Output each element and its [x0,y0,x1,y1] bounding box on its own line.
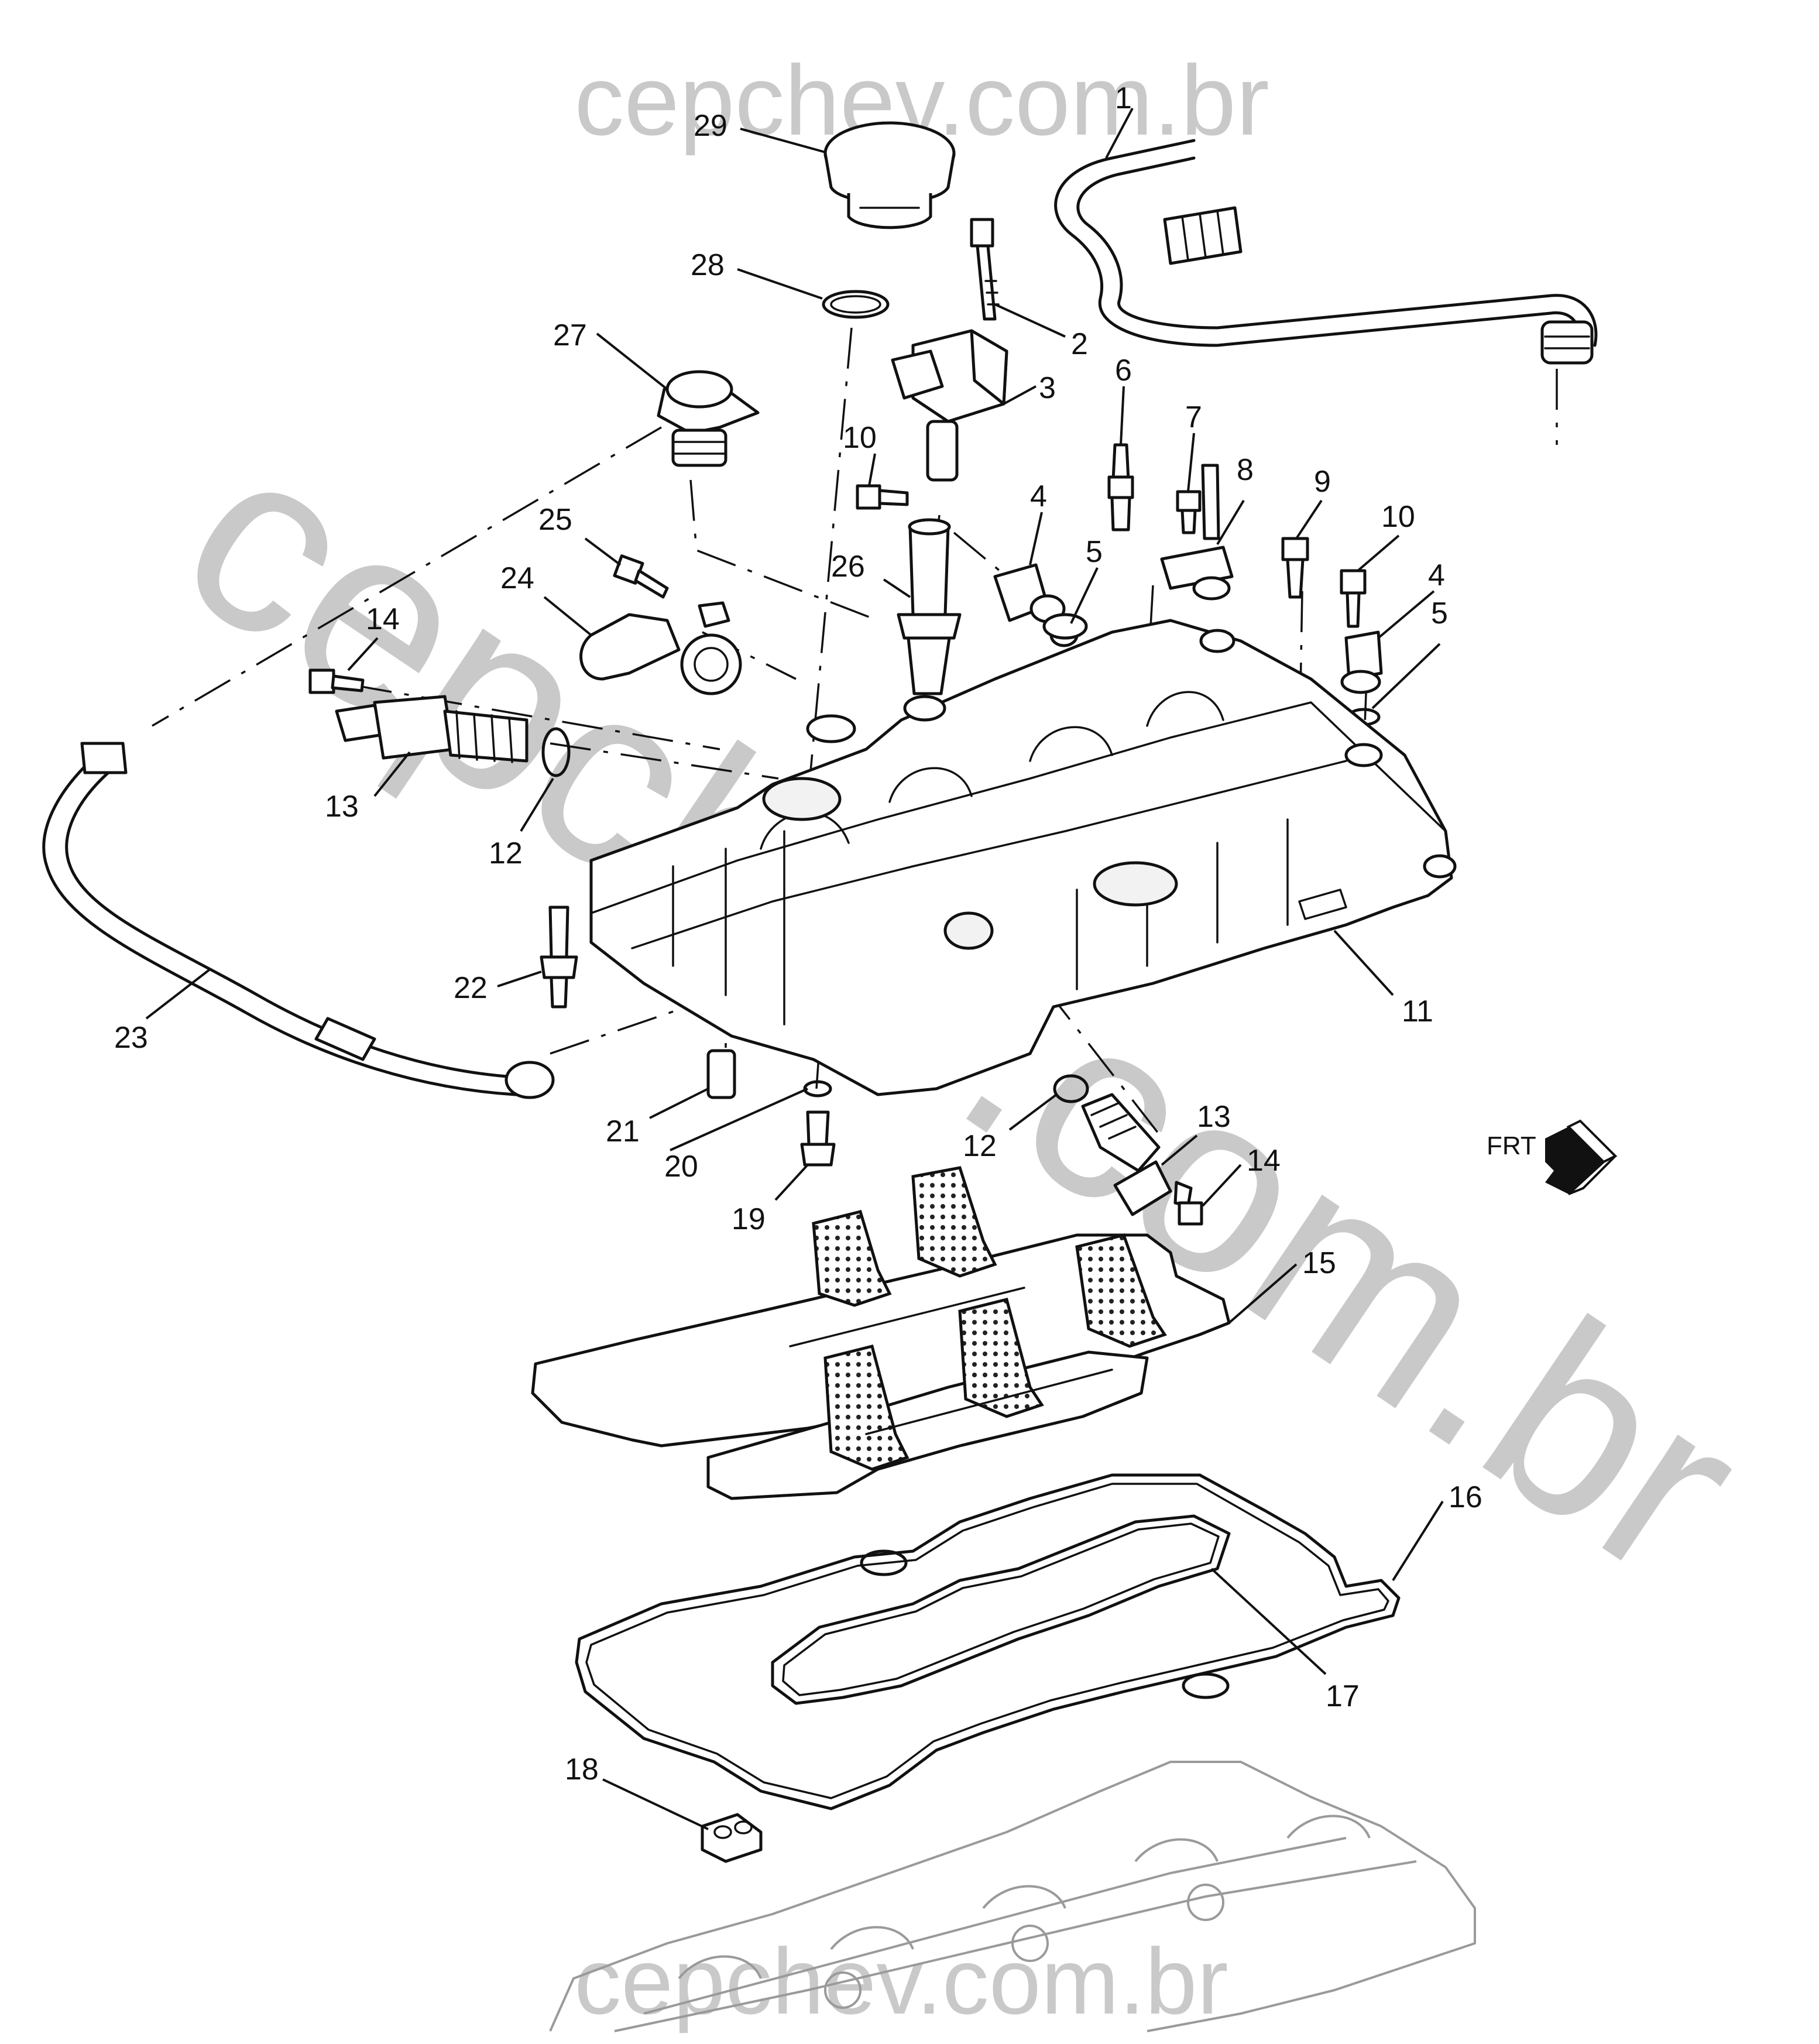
part-10-bolt-left [856,484,909,510]
part-7-bolt [1176,490,1202,534]
part-24-elbow-fitting [579,601,742,695]
callout-6: 6 [1115,354,1132,387]
leader-lines [145,108,1444,1830]
callout-19: 19 [732,1202,766,1236]
callout-21: 21 [606,1114,640,1148]
callout-14b: 14 [1247,1144,1281,1178]
part-16-outer-gasket [575,1473,1401,1810]
callout-15: 15 [1302,1246,1336,1280]
part-22-stud [540,906,578,1009]
part-20-o-ring [803,1080,832,1098]
callout-12b: 12 [963,1129,997,1163]
callout-9: 9 [1314,465,1331,499]
part-11-camshaft-cover [589,613,1457,1096]
part-14-bolt-left [308,668,365,694]
part-13-solenoid-left [335,695,528,763]
ghost-cylinder-head [549,1761,1476,2032]
frt-label: FRT [1487,1131,1536,1160]
part-23-hose [42,742,555,1099]
callout-4b: 4 [1428,558,1445,592]
callout-14: 14 [366,602,400,636]
part-12-seal-left [541,727,571,777]
part-25-bolt [613,554,669,599]
part-1-pcv-hose [1054,139,1598,365]
callout-11: 11 [1402,994,1433,1028]
part-9-bolt [1281,537,1309,599]
callout-25: 25 [538,503,572,537]
part-18-clip [701,1813,763,1863]
callout-18: 18 [565,1753,599,1786]
part-4-sensor-right [1340,630,1383,694]
callout-10b: 10 [1381,500,1415,534]
callout-1: 1 [1115,81,1132,115]
part-29-oil-filler-cap [823,121,956,229]
callout-8: 8 [1237,453,1254,487]
callout-13: 13 [325,790,359,824]
part-15-oil-baffle [531,1166,1231,1500]
part-2-bolt [970,218,1000,321]
callout-7: 7 [1185,400,1202,434]
callout-4: 4 [1030,479,1047,513]
callout-5: 5 [1086,535,1103,569]
part-3-ignition-coil [891,329,1008,482]
callout-13b: 13 [1197,1100,1231,1134]
callouts: 1 29 28 2 3 27 6 10 7 8 9 4 5 10 4 5 25 … [114,81,1482,1786]
callout-27: 27 [553,318,587,352]
part-12-seal-right [1053,1074,1089,1103]
part-14-bolt-right [1173,1181,1203,1226]
callout-26: 26 [831,550,865,584]
callout-20: 20 [664,1150,698,1184]
part-10-bolt-right [1340,569,1367,628]
part-13-solenoid-right [1081,1093,1172,1216]
callout-2: 2 [1071,327,1088,361]
part-27-pcv-valve [657,370,760,467]
part-19-sensor [800,1110,836,1167]
callout-22: 22 [454,971,488,1005]
part-4-sensor-left [993,563,1066,623]
callout-10: 10 [843,421,877,455]
part-6-stud [1107,443,1134,531]
part-26-spark-plug-boot [897,518,962,695]
callout-17: 17 [1326,1679,1360,1713]
callout-24: 24 [500,561,534,595]
part-28-o-ring [822,290,890,319]
callout-29: 29 [694,109,727,143]
callout-16: 16 [1449,1480,1482,1514]
callout-28: 28 [691,248,725,282]
callout-3: 3 [1039,371,1056,405]
part-21-dowel [706,1049,736,1099]
part-8-actuator [1160,464,1234,601]
callout-5b: 5 [1431,596,1448,630]
callout-12: 12 [489,836,523,870]
callout-23: 23 [114,1021,148,1055]
frt-arrow-icon: FRT [1487,1119,1618,1195]
part-17-inner-gasket [771,1514,1231,1705]
